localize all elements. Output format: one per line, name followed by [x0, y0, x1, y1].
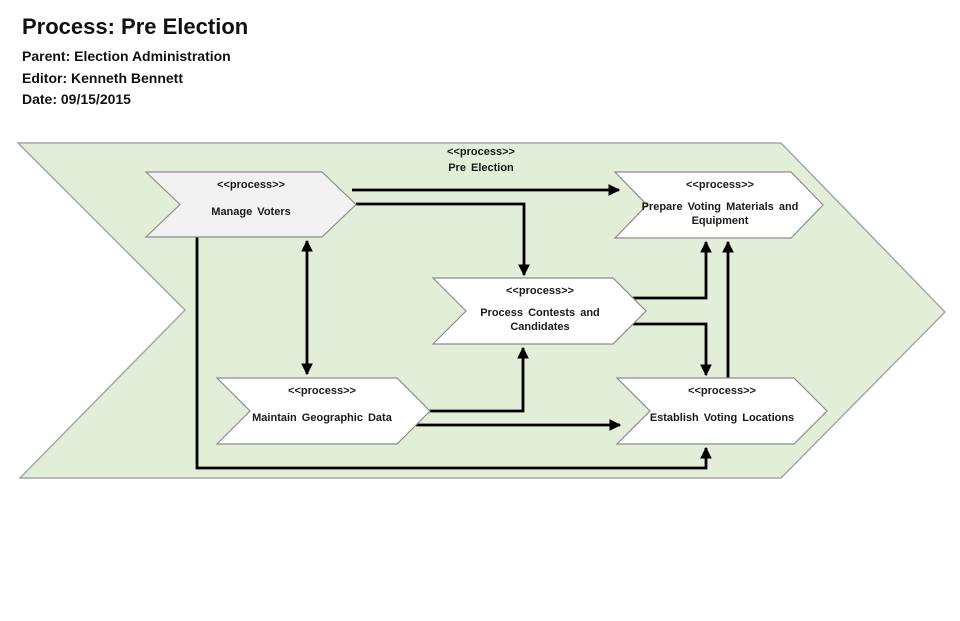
node-shape-prepare-voting-materials[interactable]: [613, 171, 824, 239]
node-shape-maintain-geographic-data[interactable]: [215, 377, 431, 445]
edge-process-contests-to-prepare: [633, 240, 712, 300]
header: Process: Pre Election Parent: Election A…: [22, 14, 248, 111]
date-line: Date: 09/15/2015: [22, 91, 131, 107]
stereotype-label: <<process>>: [288, 385, 356, 397]
stereotype-label: <<process>>: [506, 285, 574, 297]
node-name: Manage Voters: [211, 206, 291, 218]
container-label: <<process>> Pre Election: [401, 145, 561, 175]
editor-line: Editor: Kenneth Bennett: [22, 69, 183, 86]
node-name: Process Contests and Candidates: [480, 307, 600, 333]
page-title: Process: Pre Election: [22, 14, 249, 39]
node-label-manage-voters[interactable]: <<process>> Manage Voters: [166, 178, 336, 219]
node-shape-process-contests[interactable]: [431, 277, 647, 345]
node-label-maintain-geographic-data[interactable]: <<process>> Maintain Geographic Data: [232, 384, 412, 425]
node-label-process-contests[interactable]: <<process>> Process Contests and Candida…: [456, 284, 624, 334]
container-stereotype: <<process>>: [447, 146, 515, 158]
edge-maintain-to-process-contests: [428, 346, 529, 413]
stereotype-label: <<process>>: [217, 179, 285, 191]
stereotype-label: <<process>>: [688, 385, 756, 397]
edge-process-contests-to-establish: [633, 322, 712, 377]
parent-line: Parent: Election Administration: [22, 48, 231, 64]
header-meta: Parent: Election Administration Editor: …: [22, 46, 248, 111]
edge-manage-to-establish: [195, 237, 712, 470]
edge-manage-to-process-contests: [356, 202, 530, 277]
node-shape-establish-voting-locations[interactable]: [615, 377, 828, 445]
node-shape-manage-voters[interactable]: [144, 171, 357, 238]
stereotype-label: <<process>>: [686, 179, 754, 191]
container-name: Pre Election: [448, 162, 514, 174]
node-name: Prepare Voting Materials and Equipment: [641, 201, 799, 227]
node-name: Establish Voting Locations: [649, 412, 795, 424]
node-label-establish-voting-locations[interactable]: <<process>> Establish Voting Locations: [634, 384, 810, 425]
node-name: Maintain Geographic Data: [252, 412, 392, 424]
node-label-prepare-voting-materials[interactable]: <<process>> Prepare Voting Materials and…: [636, 178, 804, 228]
